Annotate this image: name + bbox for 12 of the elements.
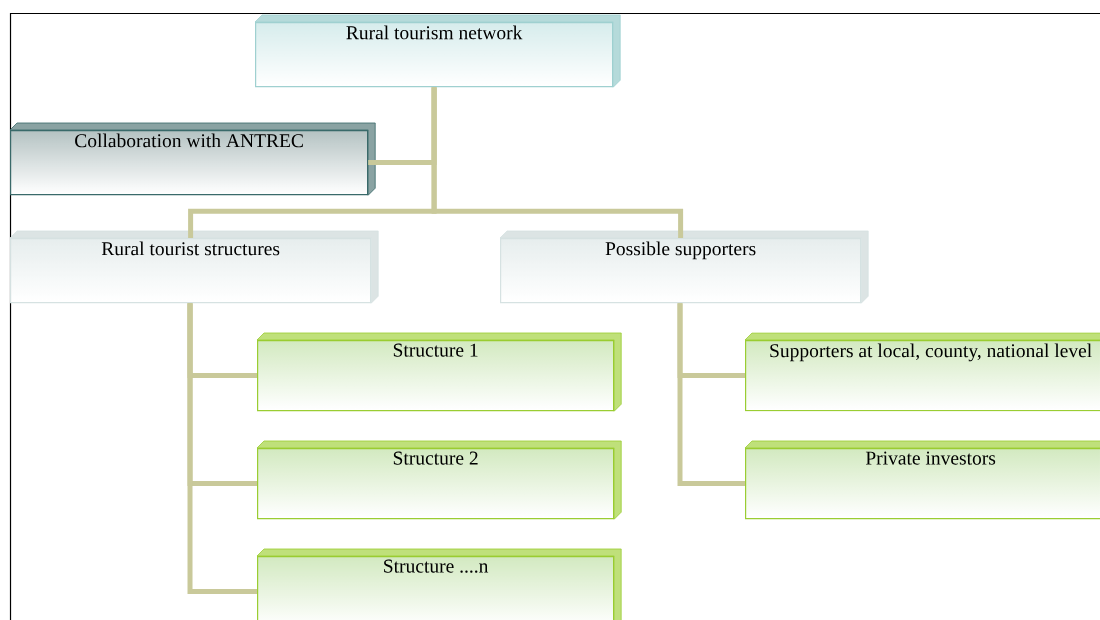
category-box: Rural tourist structures [9, 230, 379, 304]
category-box: Possible supporters [499, 230, 869, 304]
connector-line [677, 303, 745, 487]
process-box: Collaboration with ANTREC [9, 122, 376, 196]
item-box: Supporters at local, county, national level [744, 332, 1100, 412]
connector-line [187, 303, 257, 595]
item-box: Structure ....n [256, 548, 622, 620]
item-box: Private investors [744, 440, 1100, 520]
item-box: Structure 2 [256, 440, 622, 520]
title-box: Rural tourism network [254, 14, 621, 88]
item-box: Structure 1 [256, 332, 622, 412]
connector-line [431, 87, 684, 238]
